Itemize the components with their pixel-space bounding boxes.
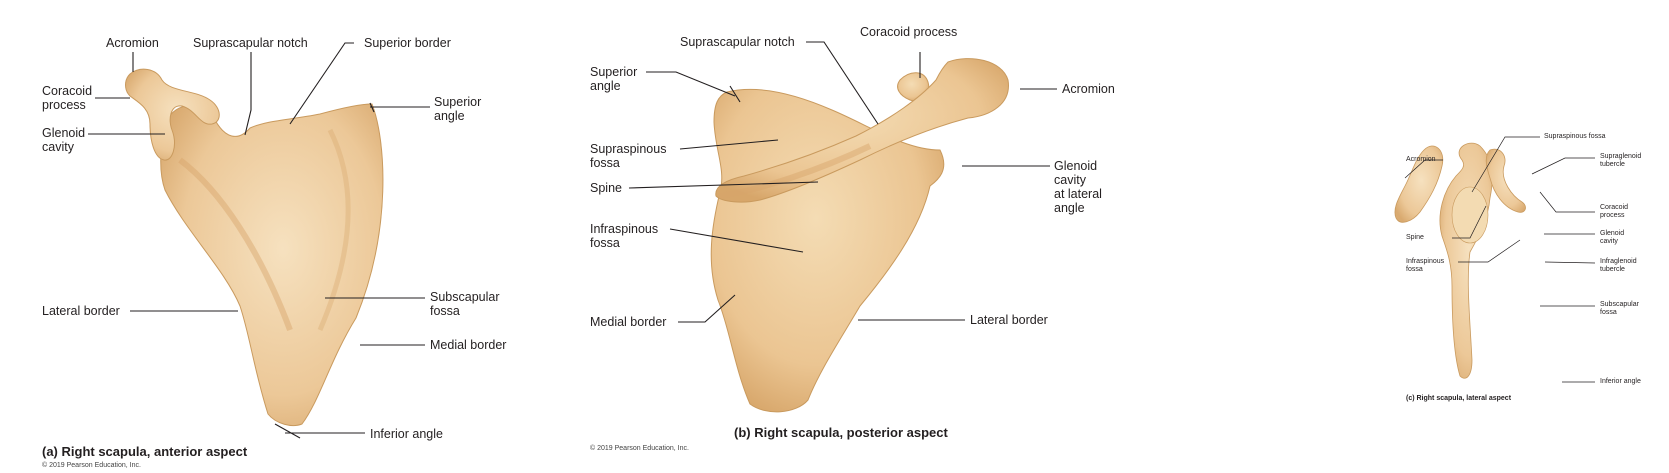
caption-panel-c: (c) Right scapula, lateral aspect: [1406, 395, 1512, 402]
panel-b-leader-lines: [628, 41, 1057, 323]
label-a-superior-angle: Superior angle: [434, 95, 482, 123]
panel-a-leader-lines: [88, 42, 430, 439]
label-a-suprascapular-notch: Suprascapular notch: [193, 36, 308, 50]
label-a-superior-border: Superior border: [364, 36, 451, 50]
scapula-anterior-illustration: [125, 68, 384, 427]
copyright-panel-b: © 2019 Pearson Education, Inc.: [590, 445, 689, 452]
label-c-coracoid-process: Coracoid process: [1600, 204, 1629, 219]
label-b-suprascapular-notch: Suprascapular notch: [680, 35, 795, 49]
label-c-glenoid-cavity: Glenoid cavity: [1600, 230, 1625, 245]
panel-c-leader-lines: [1404, 136, 1596, 383]
label-a-acromion: Acromion: [106, 36, 159, 50]
label-c-subscapular-fossa: Subscapular fossa: [1600, 301, 1639, 316]
label-c-supraspinous-fossa: Supraspinous fossa: [1544, 133, 1606, 140]
scapula-lateral-illustration: [1394, 142, 1526, 379]
label-a-lateral-border: Lateral border: [42, 304, 120, 318]
label-a-inferior-angle: Inferior angle: [370, 427, 443, 441]
label-a-subscapular-fossa: Subscapular fossa: [430, 290, 500, 318]
label-a-coracoid-process: Coracoid process: [42, 84, 93, 112]
label-b-glenoid-cavity: Glenoid cavity at lateral angle: [1054, 159, 1102, 215]
label-b-superior-angle: Superior angle: [590, 65, 638, 93]
label-b-coracoid-process: Coracoid process: [860, 25, 958, 39]
label-c-infraspinous-fossa: Infraspinous fossa: [1406, 258, 1445, 273]
label-c-spine: Spine: [1406, 234, 1424, 241]
label-b-medial-border: Medial border: [590, 315, 667, 329]
scapula-posterior-illustration: [710, 58, 1009, 413]
label-b-spine: Spine: [590, 181, 622, 195]
label-c-infraglenoid-tubercle: Infraglenoid tubercle: [1600, 258, 1637, 273]
label-a-glenoid-cavity: Glenoid cavity: [42, 126, 86, 154]
label-c-acromion: Acromion: [1406, 156, 1436, 163]
label-c-inferior-angle: Inferior angle: [1600, 378, 1641, 385]
caption-panel-b: (b) Right scapula, posterior aspect: [734, 425, 948, 440]
label-b-acromion: Acromion: [1062, 82, 1115, 96]
label-a-medial-border: Medial border: [430, 338, 507, 352]
label-b-supraspinous-fossa: Supraspinous fossa: [590, 142, 667, 170]
copyright-panel-a: © 2019 Pearson Education, Inc.: [42, 462, 141, 469]
label-c-supraglenoid-tubercle: Supraglenoid tubercle: [1600, 153, 1642, 168]
caption-panel-a: (a) Right scapula, anterior aspect: [42, 444, 248, 459]
label-b-lateral-border: Lateral border: [970, 313, 1048, 327]
label-b-infraspinous-fossa: Infraspinous fossa: [590, 222, 659, 250]
